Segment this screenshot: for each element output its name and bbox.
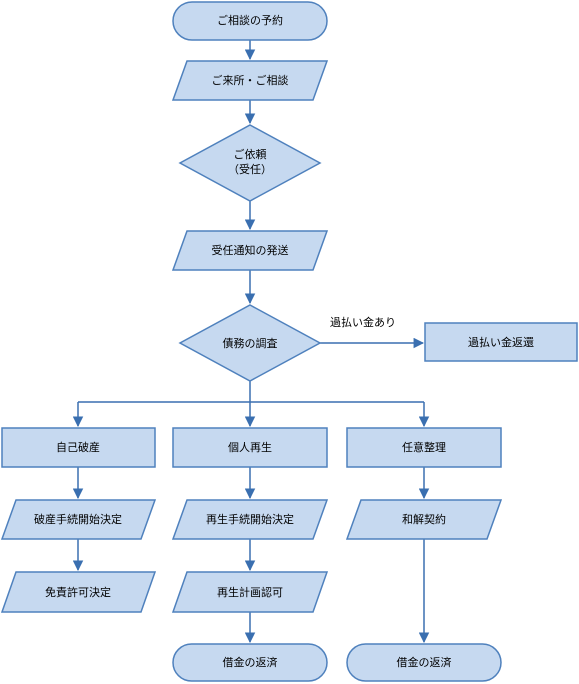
process-shape [346, 427, 502, 468]
node-label: 任意整理 [402, 440, 446, 454]
node-rehabilitation: 個人再生 [172, 427, 328, 468]
terminator-shape [172, 643, 328, 682]
edge-label-overpayment-exists: 過払い金あり [330, 315, 396, 329]
node-bankruptcy-start: 破産手続開始決定 [0, 499, 157, 540]
connectors [72, 40, 430, 644]
node-repay-rehab: 借金の返済 [172, 643, 328, 682]
parallelogram-shape [171, 571, 329, 613]
node-notice-send: 受任通知の発送 [171, 230, 329, 271]
node-repay-voluntary: 借金の返済 [346, 643, 502, 682]
node-label: ご来所・ご相談 [212, 73, 289, 87]
node-label: 債務の調査 [223, 336, 278, 350]
node-request: ご依頼 （受任） [178, 124, 322, 202]
node-label: 個人再生 [228, 440, 272, 454]
node-label-line2: （受任） [228, 163, 272, 176]
node-label: 破産手続開始決定 [34, 512, 122, 526]
node-label: 借金の返済 [223, 655, 278, 669]
node-label: 過払い金返還 [468, 335, 534, 349]
node-bankruptcy: 自己破産 [1, 427, 156, 468]
node-overpayment-return: 過払い金返還 [424, 322, 578, 362]
node-label-line1: ご依頼 [234, 147, 267, 161]
node-rehab-plan: 再生計画認可 [171, 571, 329, 613]
node-label: 再生手続開始決定 [206, 512, 294, 526]
parallelogram-shape [0, 571, 157, 613]
node-label: 免責許可決定 [45, 585, 111, 599]
node-label: 自己破産 [56, 440, 100, 454]
parallelogram-shape [0, 499, 157, 540]
node-label: 受任通知の発送 [212, 243, 289, 257]
decision-diamond [178, 304, 322, 382]
node-discharge: 免責許可決定 [0, 571, 157, 613]
node-rehab-start: 再生手続開始決定 [171, 499, 329, 540]
node-visit-consult: ご来所・ご相談 [171, 60, 329, 101]
node-voluntary: 任意整理 [346, 427, 502, 468]
node-settlement: 和解契約 [345, 499, 503, 540]
terminator-shape [346, 643, 502, 682]
parallelogram-shape [171, 230, 329, 271]
terminator-shape [172, 1, 328, 41]
process-shape [172, 427, 328, 468]
node-label: 再生計画認可 [217, 585, 283, 599]
parallelogram-shape [171, 60, 329, 101]
node-debt-investigation: 債務の調査 [178, 304, 322, 382]
node-label: ご相談の予約 [217, 13, 283, 27]
node-label: 和解契約 [402, 512, 446, 526]
process-shape [424, 322, 578, 362]
decision-diamond [178, 124, 322, 202]
parallelogram-shape [345, 499, 503, 540]
node-consult-reservation: ご相談の予約 [172, 1, 328, 41]
process-shape [1, 427, 156, 468]
parallelogram-shape [171, 499, 329, 540]
node-label: 借金の返済 [397, 655, 452, 669]
